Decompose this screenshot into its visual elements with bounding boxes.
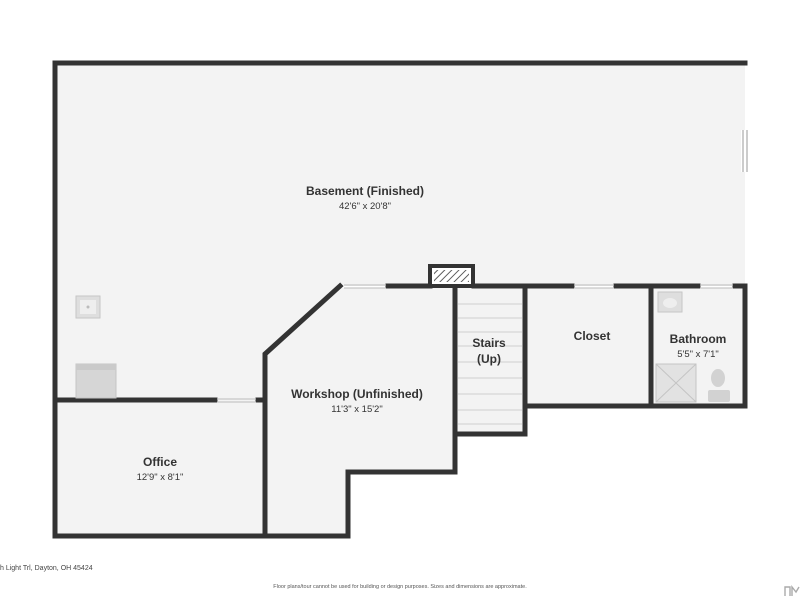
wall-workshop-west (262, 282, 344, 539)
toilet-icon (708, 369, 730, 402)
window (741, 130, 749, 172)
property-address: h Light Trl, Dayton, OH 45424 (0, 565, 93, 572)
basement-floor (55, 63, 745, 400)
office-name: Office (143, 455, 177, 469)
appliance-icon (75, 363, 117, 399)
basement-name: Basement (Finished) (306, 184, 424, 198)
doorways (217, 284, 733, 403)
bathroom-dims: 5'5" x 7'1" (677, 349, 719, 360)
disclaimer-text: Floor plans/tour cannot be used for buil… (273, 584, 527, 590)
workshop-dims: 11'3" x 15'2" (331, 404, 382, 415)
basement-dims: 42'6" x 20'8" (339, 201, 391, 212)
workshop-floor (265, 288, 455, 536)
stairs-name: Stairs (472, 336, 506, 350)
stairs-direction: (Up) (477, 352, 501, 366)
bathroom-name: Bathroom (670, 332, 727, 346)
brand-logo-icon (783, 584, 800, 598)
workshop-name: Workshop (Unfinished) (291, 387, 423, 401)
stair-treads (458, 303, 522, 425)
sink-icon (75, 295, 101, 319)
closet-floor (525, 288, 651, 406)
shower-icon (655, 363, 697, 403)
bathroom-sink-icon (657, 291, 683, 313)
office-floor (55, 400, 265, 536)
walls (52, 60, 748, 539)
office-dims: 12'9" x 8'1" (137, 472, 184, 483)
chimney (428, 264, 475, 288)
closet-name: Closet (574, 329, 611, 343)
